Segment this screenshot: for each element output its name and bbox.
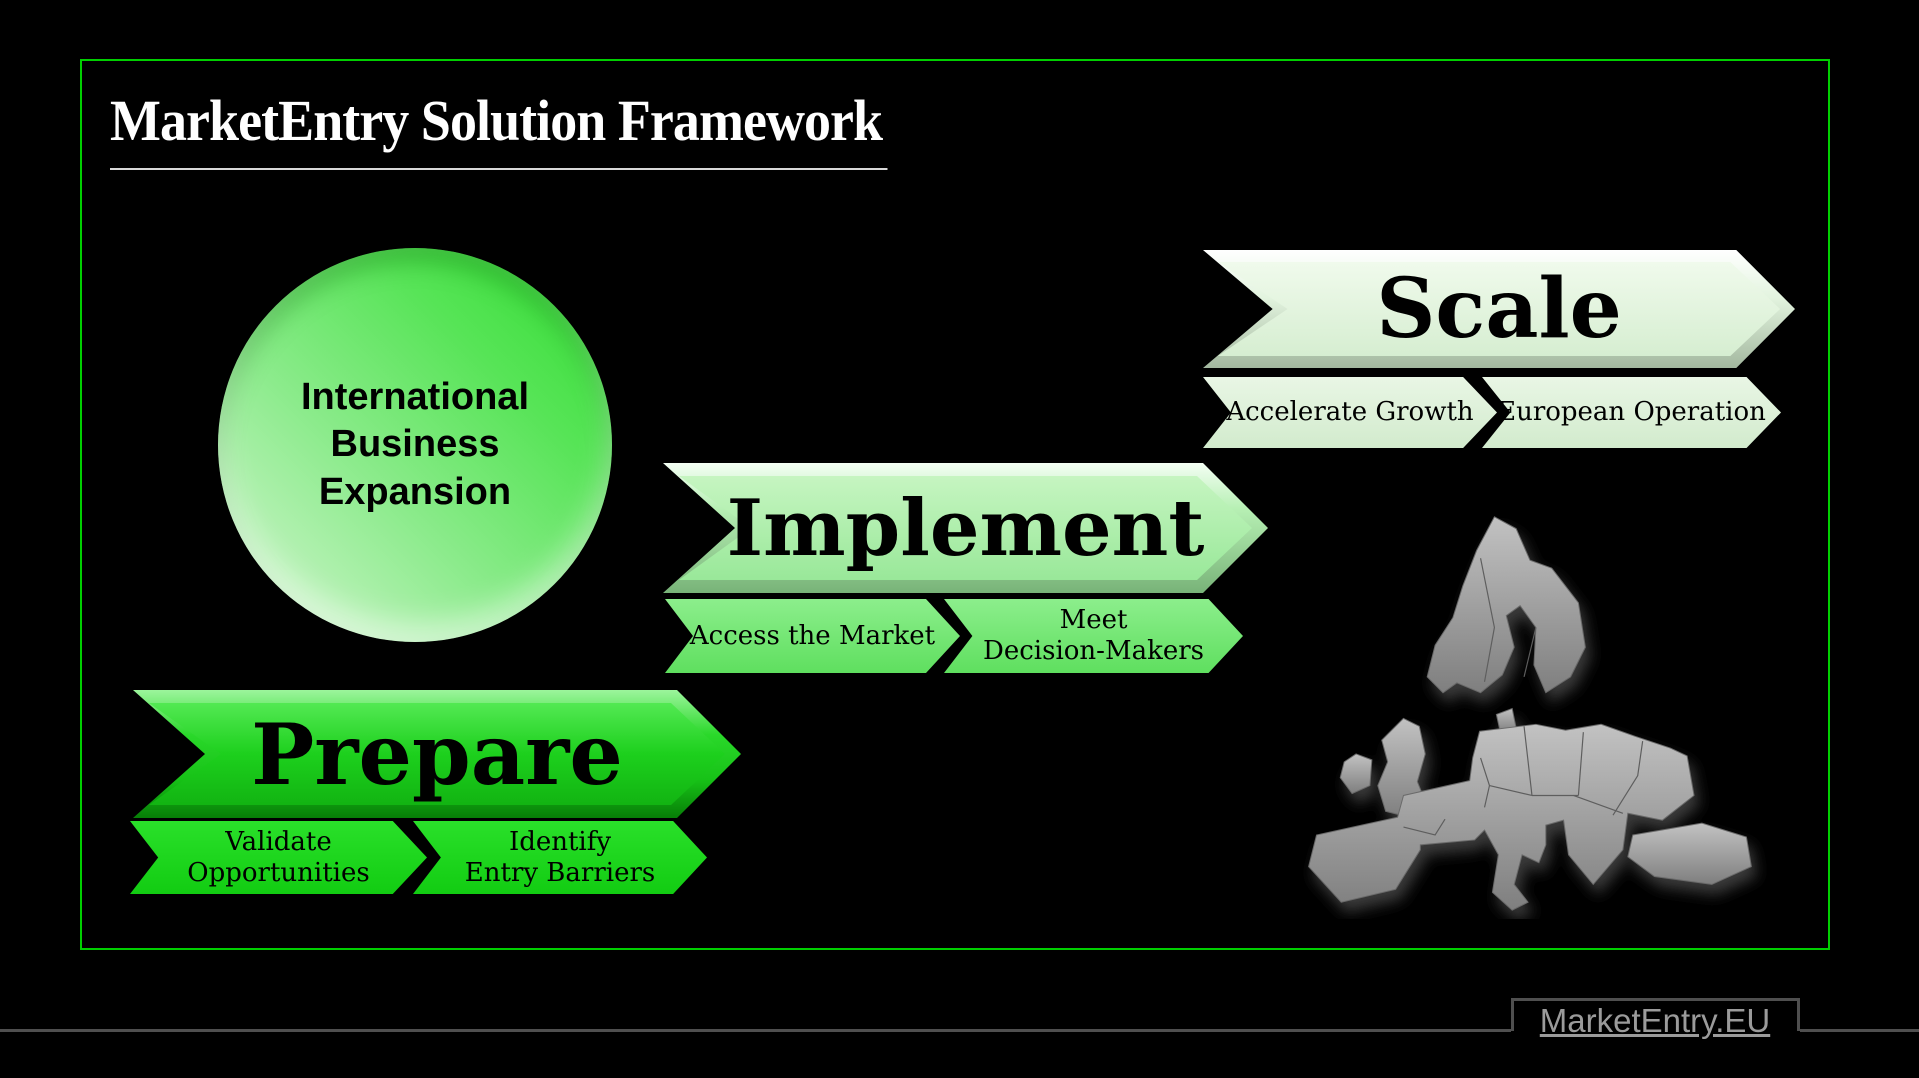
hub-line: Expansion xyxy=(318,470,512,513)
substep-line: Decision-Makers xyxy=(983,636,1204,666)
hub-line: International xyxy=(300,375,530,418)
map-region-ireland xyxy=(1339,753,1373,795)
chevron-shape xyxy=(665,599,960,673)
chevron-shape xyxy=(413,821,707,894)
footer-divider-right xyxy=(1800,1029,1919,1032)
chevron-shape xyxy=(130,821,427,894)
stage-label: Prepare xyxy=(251,704,623,804)
substep-label: European Operation xyxy=(1482,377,1781,448)
stage-label: Scale xyxy=(1376,261,1622,357)
hub-circle: International Business Expansion xyxy=(218,248,612,642)
stage-scale-arrow: Scale xyxy=(1203,250,1795,368)
europe-map xyxy=(1308,516,1752,911)
map-region-scandinavia xyxy=(1426,516,1586,694)
stage-prepare-arrow: Prepare xyxy=(133,690,741,818)
substep-identify-entry-barriers: Identify Entry Barriers xyxy=(413,821,707,894)
substep-label: Validate Opportunities xyxy=(130,821,427,894)
substep-label: Accelerate Growth xyxy=(1203,377,1497,448)
substep-meet-decision-makers: Meet Decision-Makers xyxy=(944,599,1243,673)
chevron-shape xyxy=(663,463,1268,593)
substep-access-the-market: Access the Market xyxy=(665,599,960,673)
substep-accelerate-growth: Accelerate Growth xyxy=(1203,377,1497,448)
substep-label: Access the Market xyxy=(665,599,960,673)
map-region-turkey xyxy=(1627,822,1752,885)
chevron-shape xyxy=(1482,377,1781,448)
substep-line: Opportunities xyxy=(187,857,370,888)
map-region-mainland xyxy=(1308,723,1695,911)
map-country-borders xyxy=(1403,558,1644,836)
substep-line: European Operation xyxy=(1497,397,1766,428)
substep-line: Accelerate Growth xyxy=(1226,397,1474,428)
substep-label: Identify Entry Barriers xyxy=(413,821,707,894)
substep-line: Access the Market xyxy=(689,620,936,651)
substep-line: Entry Barriers xyxy=(464,857,656,888)
footer-divider-left xyxy=(0,1029,1511,1032)
substep-line: Validate xyxy=(225,826,332,857)
substep-line: Identify xyxy=(508,826,612,857)
substep-european-operation: European Operation xyxy=(1482,377,1781,448)
footer-logo-link[interactable]: MarketEntry.EU xyxy=(1539,1002,1771,1039)
chevron-shape xyxy=(1203,250,1795,368)
chevron-shape xyxy=(133,690,741,818)
chevron-shape xyxy=(944,599,1243,673)
slide-border: MarketEntry Solution Framework Internati… xyxy=(80,59,1830,950)
footer-logo-tab xyxy=(1511,998,1800,1031)
stage-label: Implement xyxy=(726,482,1205,574)
substep-label: Meet Decision-Makers xyxy=(944,599,1243,673)
substep-line: Meet xyxy=(1059,605,1128,636)
hub-line: Business xyxy=(330,423,500,466)
stage-implement-arrow: Implement xyxy=(663,463,1268,593)
page-title: MarketEntry Solution Framework xyxy=(110,87,888,170)
chevron-shape xyxy=(1203,377,1497,448)
substep-validate-opportunities: Validate Opportunities xyxy=(130,821,427,894)
